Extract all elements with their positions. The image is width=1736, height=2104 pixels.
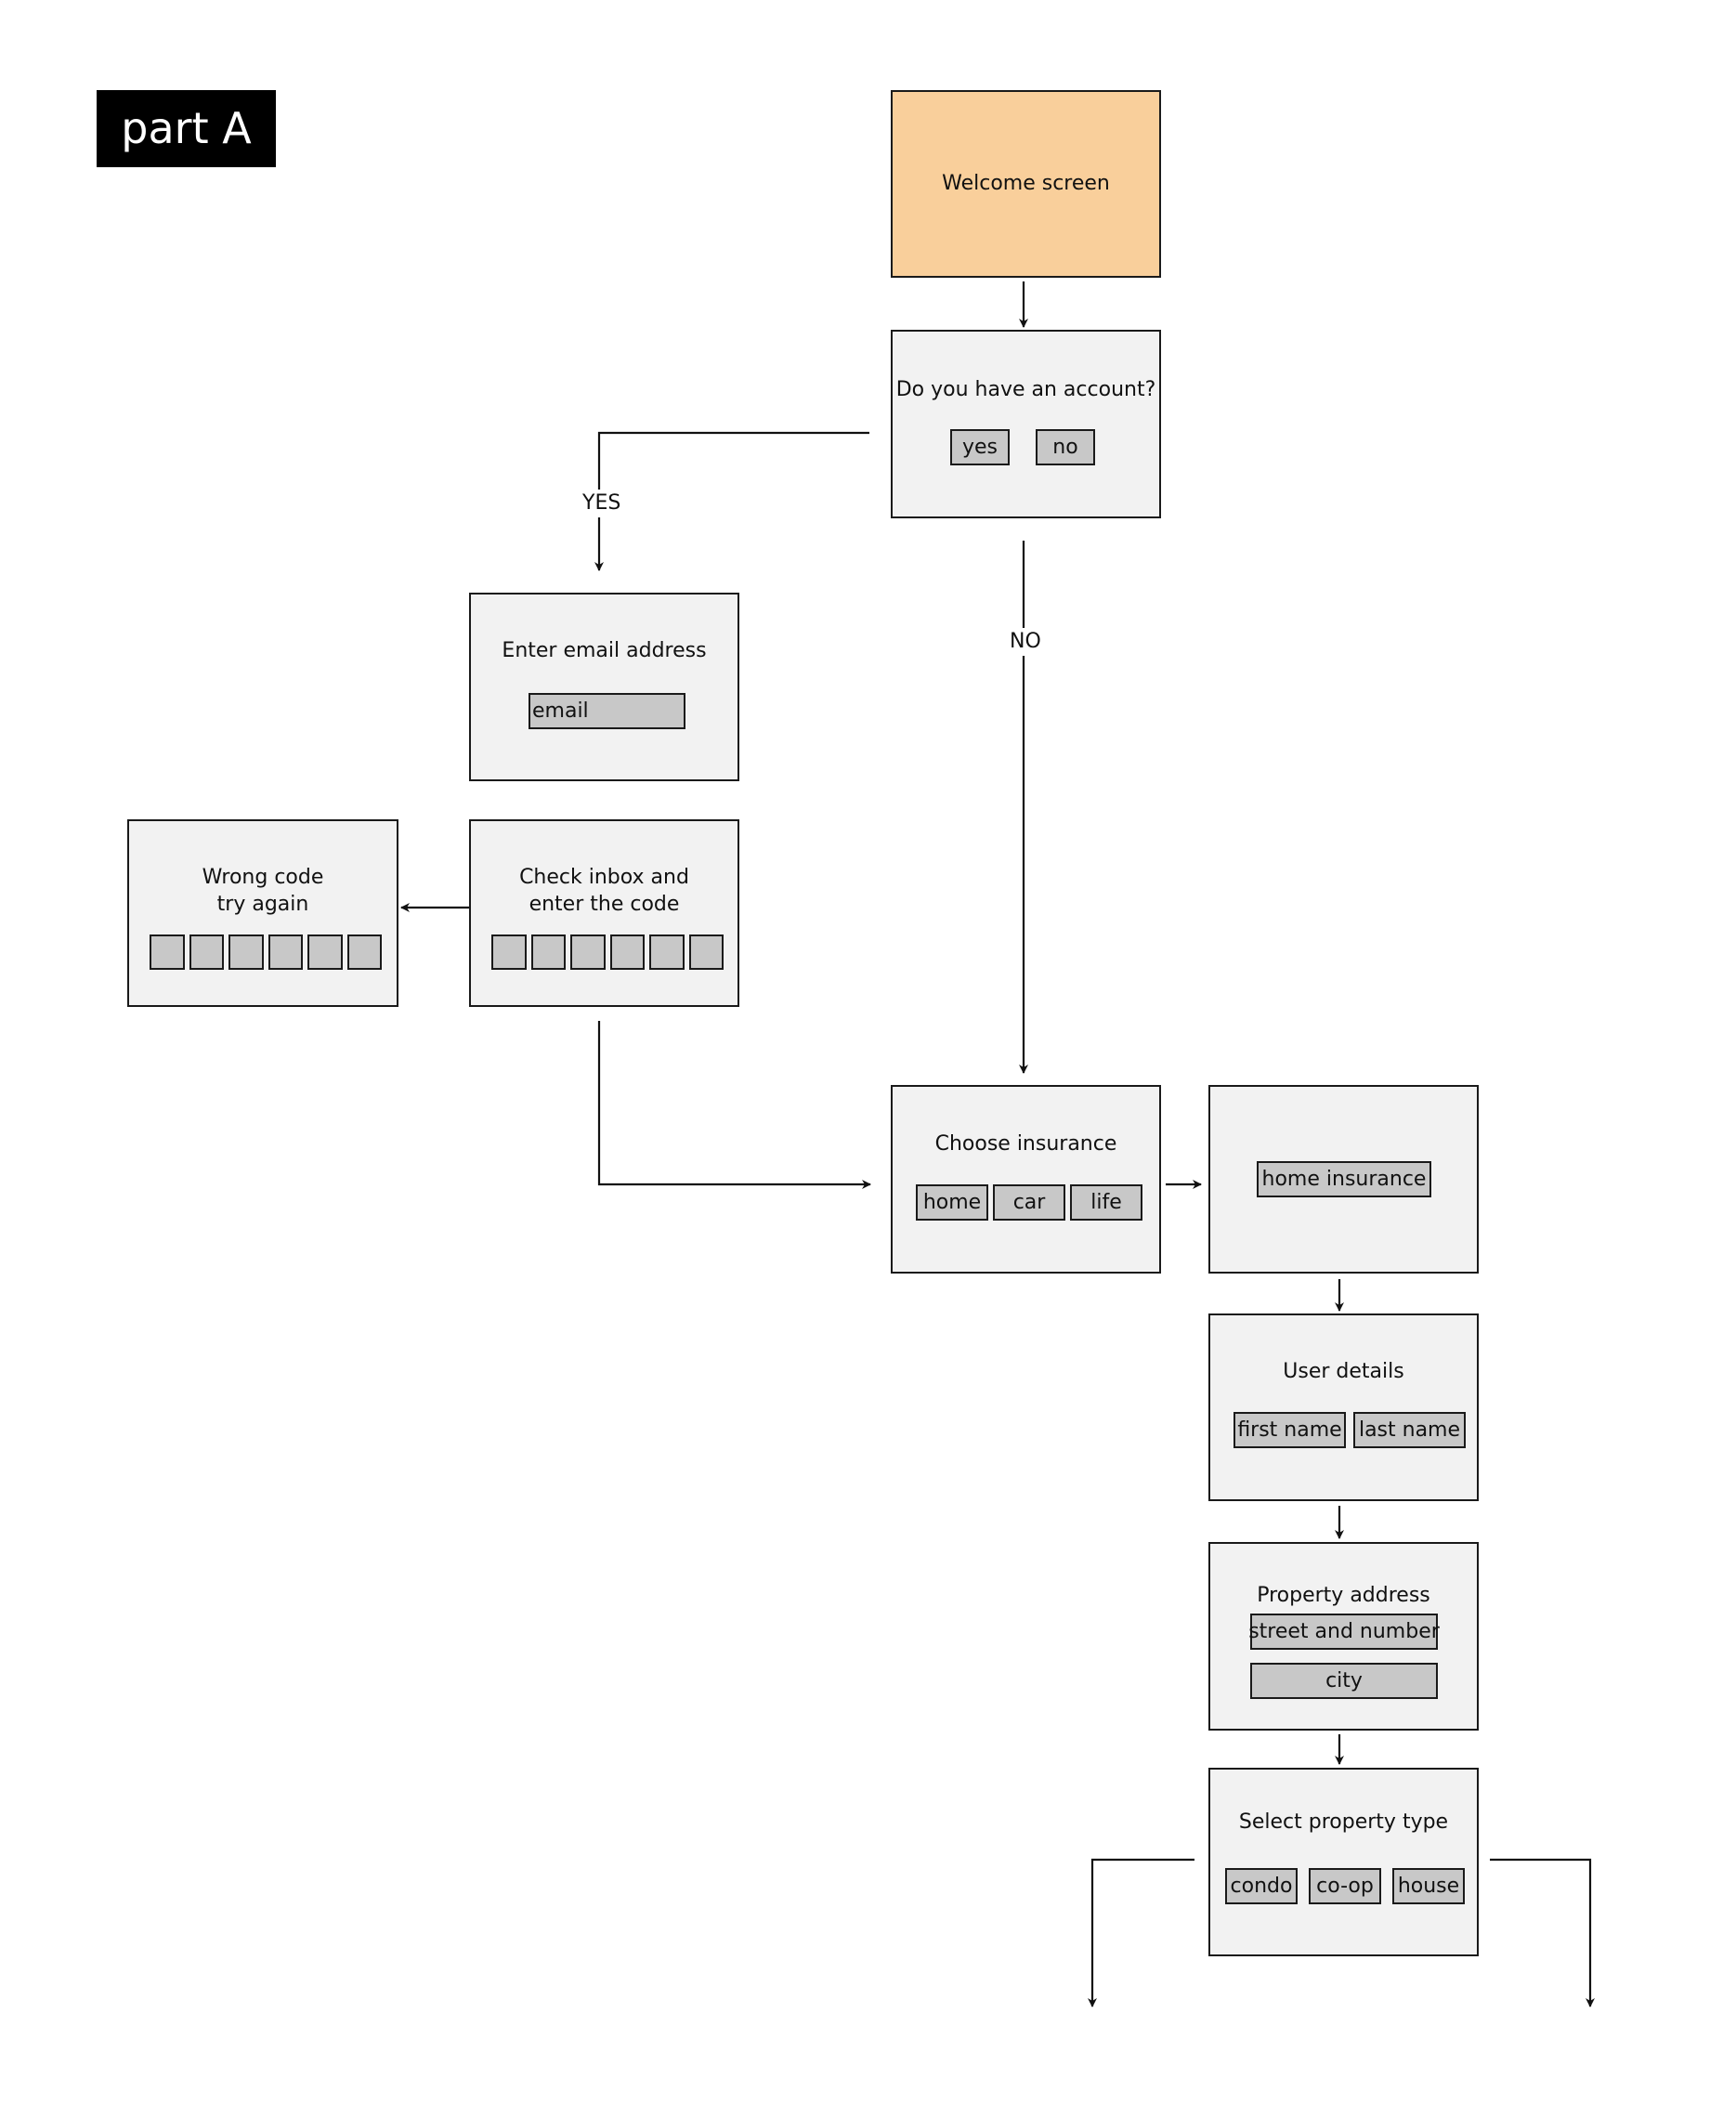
home-insurance-chip: home insurance — [1257, 1161, 1431, 1197]
code-digit-box[interactable] — [491, 934, 527, 970]
user-details-screen: User details first name last name — [1208, 1313, 1479, 1501]
property-type-screen: Select property type condo co-op house — [1208, 1768, 1479, 1956]
house-option-button[interactable]: house — [1392, 1868, 1465, 1904]
property-address-screen: Property address street and number city — [1208, 1542, 1479, 1731]
home-option-button[interactable]: home — [916, 1184, 988, 1221]
last-name-input[interactable]: last name — [1353, 1412, 1466, 1448]
code-digit-box[interactable] — [530, 934, 566, 970]
email-input[interactable]: email — [529, 693, 685, 729]
code-digit-box[interactable] — [570, 934, 606, 970]
no-button[interactable]: no — [1036, 429, 1095, 465]
car-option-button[interactable]: car — [993, 1184, 1065, 1221]
yes-branch-arrow — [594, 431, 869, 571]
account-question-screen: Do you have an account? yes no — [891, 330, 1161, 518]
part-label: part A — [97, 90, 276, 167]
code-digit-box[interactable] — [609, 934, 645, 970]
account-question-title: Do you have an account? — [895, 378, 1156, 401]
code-digit-box[interactable] — [228, 934, 264, 970]
property-type-title: Select property type — [1238, 1810, 1449, 1834]
code-digit-box[interactable] — [649, 934, 685, 970]
yes-edge-label: YES — [582, 490, 621, 517]
user-details-title: User details — [1283, 1360, 1404, 1383]
code-digit-box[interactable] — [189, 934, 224, 970]
wrong-code-title-line2: try again — [216, 893, 309, 916]
code-digit-box[interactable] — [150, 934, 185, 970]
wrong-code-title-line1: Wrong code — [202, 866, 324, 889]
home-insurance-screen: home insurance — [1208, 1085, 1479, 1274]
coop-option-button[interactable]: co-op — [1309, 1868, 1381, 1904]
code-title-line2: enter the code — [529, 893, 680, 916]
wrong-code-screen: Wrong code try again — [127, 819, 398, 1007]
code-digit-box[interactable] — [268, 934, 303, 970]
street-input[interactable]: street and number — [1248, 1614, 1440, 1650]
email-screen: Enter email address email — [469, 593, 739, 781]
welcome-screen: Welcome screen — [891, 90, 1161, 278]
no-edge-label: NO — [1010, 628, 1041, 656]
condo-option-button[interactable]: condo — [1225, 1868, 1298, 1904]
property-type-left-exit-arrow — [1088, 1858, 1194, 2007]
city-input[interactable]: city — [1250, 1663, 1438, 1699]
email-title: Enter email address — [502, 639, 707, 662]
choose-insurance-screen: Choose insurance home car life — [891, 1085, 1161, 1274]
property-type-right-exit-arrow — [1490, 1858, 1595, 2007]
retry-code-input[interactable] — [150, 934, 382, 970]
code-input[interactable] — [491, 934, 724, 970]
code-digit-box[interactable] — [346, 934, 382, 970]
code-digit-box[interactable] — [307, 934, 343, 970]
welcome-title: Welcome screen — [942, 172, 1110, 195]
property-address-title: Property address — [1257, 1584, 1430, 1607]
code-digit-box[interactable] — [688, 934, 724, 970]
choose-insurance-title: Choose insurance — [934, 1132, 1117, 1156]
life-option-button[interactable]: life — [1070, 1184, 1142, 1221]
code-screen: Check inbox and enter the code — [469, 819, 739, 1007]
first-name-input[interactable]: first name — [1233, 1412, 1346, 1448]
yes-button[interactable]: yes — [950, 429, 1010, 465]
code-to-choose-insurance-arrow — [597, 1021, 871, 1189]
code-title-line1: Check inbox and — [519, 866, 689, 889]
